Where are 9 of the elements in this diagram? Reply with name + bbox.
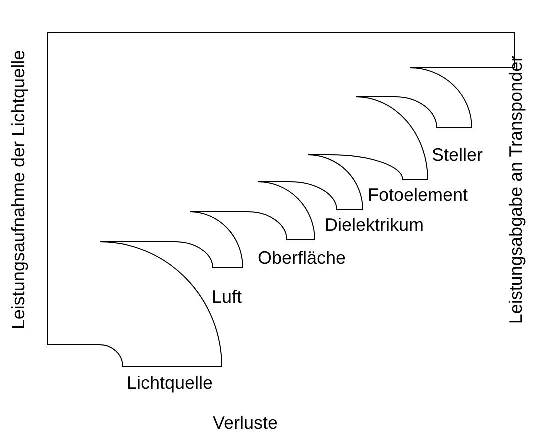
loss-label: Lichtquelle [127, 373, 214, 393]
axis-label: Leistungsabgabe an Transponder [506, 56, 526, 324]
loss-label: Luft [212, 287, 242, 307]
caption-text: Verluste [213, 413, 278, 432]
axis-label: Leistungsaufnahme der Lichtquelle [8, 50, 28, 330]
loss-label: Oberfläche [258, 248, 346, 268]
loss-label: Dielektrikum [325, 215, 424, 235]
loss-label: Fotoelement [368, 185, 468, 205]
loss-label: Steller [432, 145, 484, 165]
